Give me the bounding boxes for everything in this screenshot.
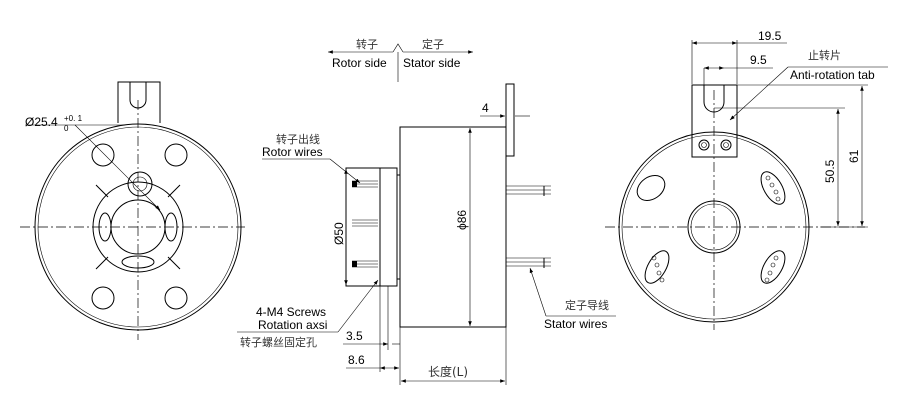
rotor-side-label: Rotor side xyxy=(332,56,387,70)
rotor-wires-cn: 转子出线 xyxy=(276,132,320,146)
height-61-dim: 61 xyxy=(847,149,861,163)
rotor-side-cn: 转子 xyxy=(356,37,378,51)
stator-side-view: 19.5 9.5 止转片 Anti-rotation tab 50.5 61 xyxy=(605,29,888,330)
slot-width-dim: 9.5 xyxy=(750,53,767,67)
anti-rotation-tab-label: Anti-rotation tab xyxy=(790,68,875,82)
screws-label-1: 4-M4 Screws xyxy=(256,305,326,319)
length-label: 长度(L) xyxy=(428,364,468,379)
side-indicator: 转子 Rotor side 定子 Stator side xyxy=(328,37,473,82)
bore-tolerance-lower: 0 xyxy=(64,124,69,133)
screws-label-2: Rotation axsi xyxy=(258,318,327,332)
stator-wires-label: Stator wires xyxy=(544,317,607,331)
rotor-diameter-dim: Ø50 xyxy=(332,222,346,245)
stator-wires-cn: 定子导线 xyxy=(565,298,609,312)
rotor-side-view: Ø25.4 +0. 1 0 xyxy=(20,81,245,340)
anti-rotation-tab-cn: 止转片 xyxy=(808,48,841,62)
body-diameter-dim: ϕ86 xyxy=(455,210,469,230)
height-50-5-dim: 50.5 xyxy=(823,159,837,183)
tab-width-dim: 19.5 xyxy=(758,29,782,43)
stator-side-label: Stator side xyxy=(403,56,461,70)
dim-3-5: 3.5 xyxy=(346,329,363,343)
bore-tolerance-upper: +0. 1 xyxy=(64,114,83,123)
screws-label-cn: 转子螺丝固定孔 xyxy=(240,335,317,349)
rotor-wires-label: Rotor wires xyxy=(262,145,323,159)
bore-diameter-label: Ø25.4 xyxy=(25,115,58,129)
flange-thickness-dim: 4 xyxy=(482,101,489,115)
dim-8-6: 8.6 xyxy=(348,353,365,367)
stator-side-cn: 定子 xyxy=(422,37,444,51)
side-view: 4 ϕ86 Ø50 3.5 8.6 长度(L) 转子出线 Rotor wires… xyxy=(237,83,616,385)
